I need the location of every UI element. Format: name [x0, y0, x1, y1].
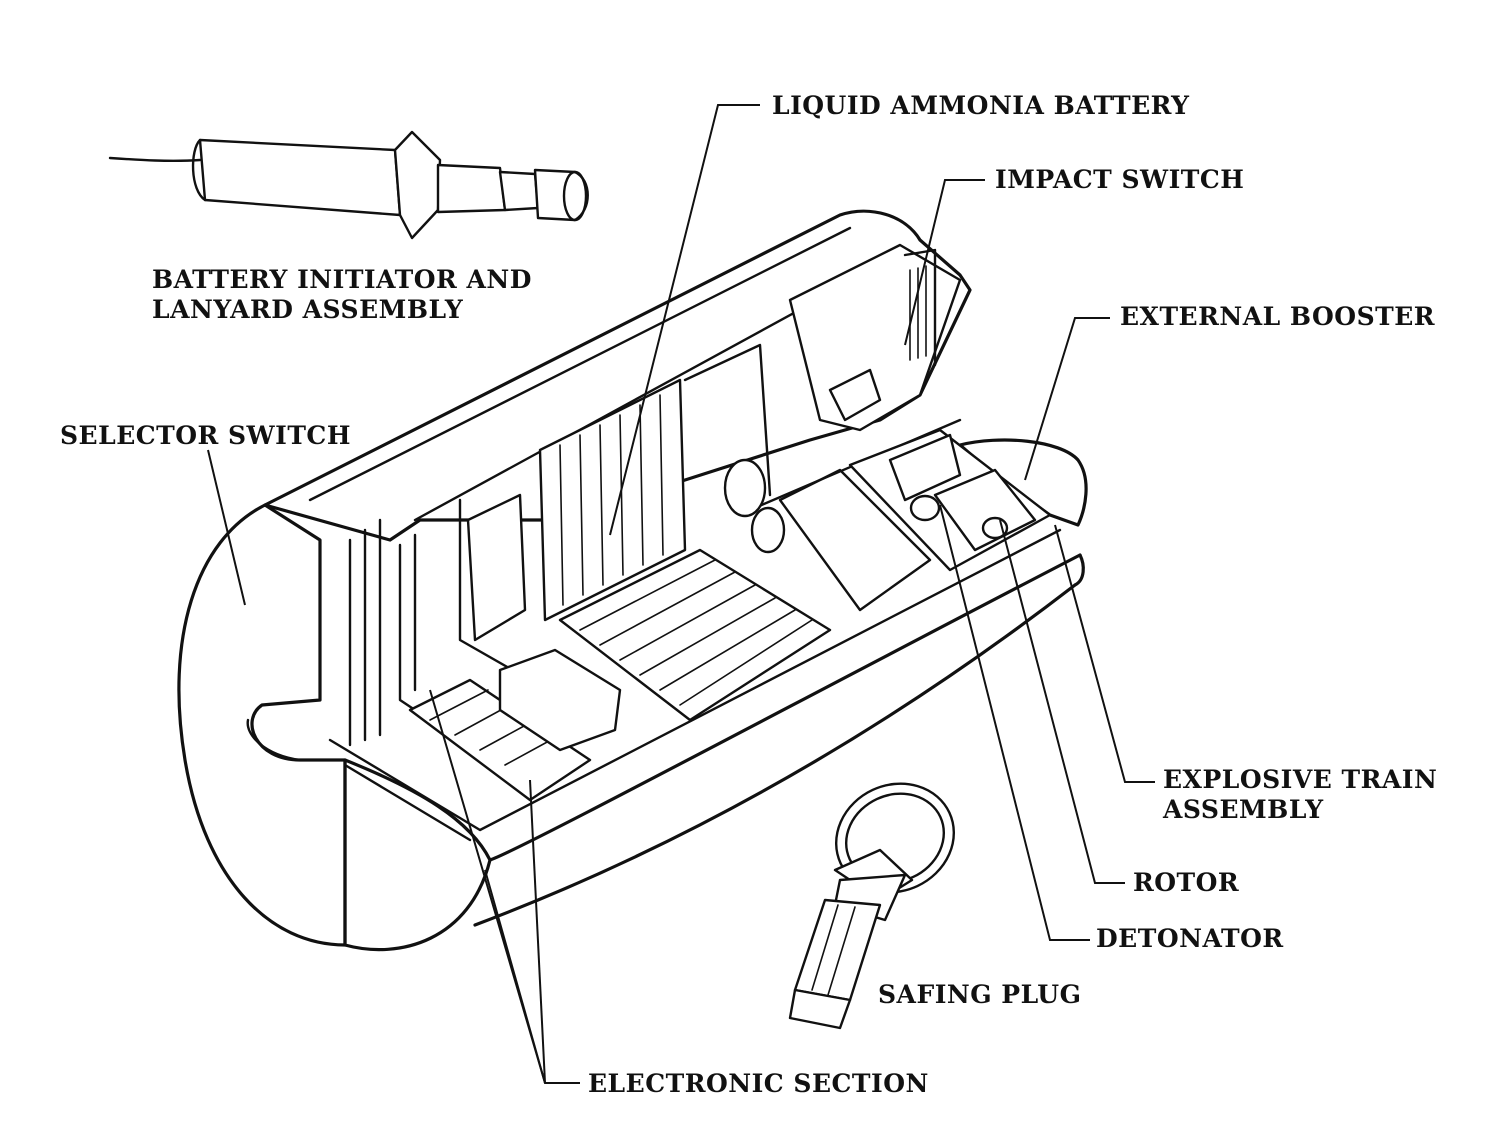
- label-explosive-train-line2: ASSEMBLY: [1162, 795, 1324, 824]
- label-liquid-ammonia-battery: LIQUID AMMONIA BATTERY: [772, 91, 1190, 120]
- label-electronic-section: ELECTRONIC SECTION: [588, 1069, 929, 1098]
- interior: [348, 243, 1052, 802]
- label-impact-switch: IMPACT SWITCH: [995, 165, 1244, 194]
- label-detonator: DETONATOR: [1096, 924, 1284, 953]
- leader-lines: [207, 104, 1155, 1084]
- label-safing-plug: SAFING PLUG: [878, 980, 1081, 1009]
- label-battery-initiator-line2: LANYARD ASSEMBLY: [152, 295, 464, 324]
- safing-plug-drawing: [788, 782, 956, 1030]
- label-selector-switch: SELECTOR SWITCH: [60, 421, 351, 450]
- battery-initiator-drawing: [108, 130, 589, 240]
- label-battery-initiator-line1: BATTERY INITIATOR AND: [152, 265, 532, 294]
- label-explosive-train-line1: EXPLOSIVE TRAIN: [1163, 765, 1437, 794]
- label-rotor: ROTOR: [1133, 868, 1239, 897]
- label-external-booster: EXTERNAL BOOSTER: [1120, 302, 1435, 331]
